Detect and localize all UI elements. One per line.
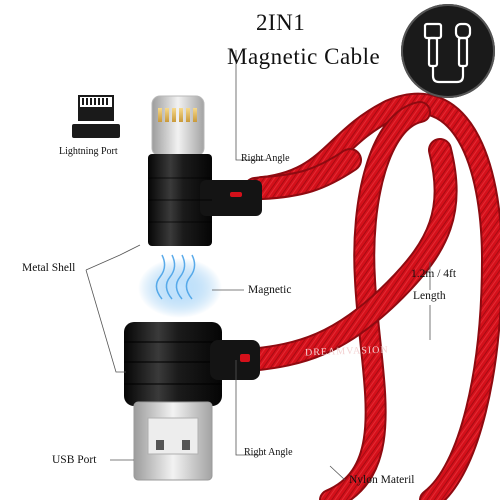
- title-line-2: Magnetic Cable: [227, 44, 381, 69]
- lightning-port-icon: [72, 95, 120, 138]
- lightning-port-label: Lightning Port: [59, 146, 118, 157]
- callout-lines: [85, 50, 431, 481]
- right-angle-bottom-label: Right Angle: [244, 447, 293, 458]
- micro-usb-and-lightning-connectors-icon: [401, 4, 495, 98]
- metal-shell-label: Metal Shell: [22, 262, 76, 274]
- title-line-1: 2IN1: [256, 10, 306, 35]
- red-nylon-cable: [238, 92, 500, 500]
- usb-connector: [124, 322, 260, 481]
- usb-port-label: USB Port: [52, 454, 97, 466]
- right-angle-top-label: Right Angle: [241, 153, 290, 164]
- magnetic-field: [138, 254, 222, 318]
- magnetic-label: Magnetic: [248, 284, 292, 296]
- length-value-label: 1.2m / 4ft: [411, 268, 457, 280]
- badge-connectors-icon: [423, 22, 472, 84]
- length-label: Length: [413, 290, 446, 302]
- nylon-material-label: Nylon Materil: [349, 474, 415, 486]
- lightning-connector: [148, 95, 262, 246]
